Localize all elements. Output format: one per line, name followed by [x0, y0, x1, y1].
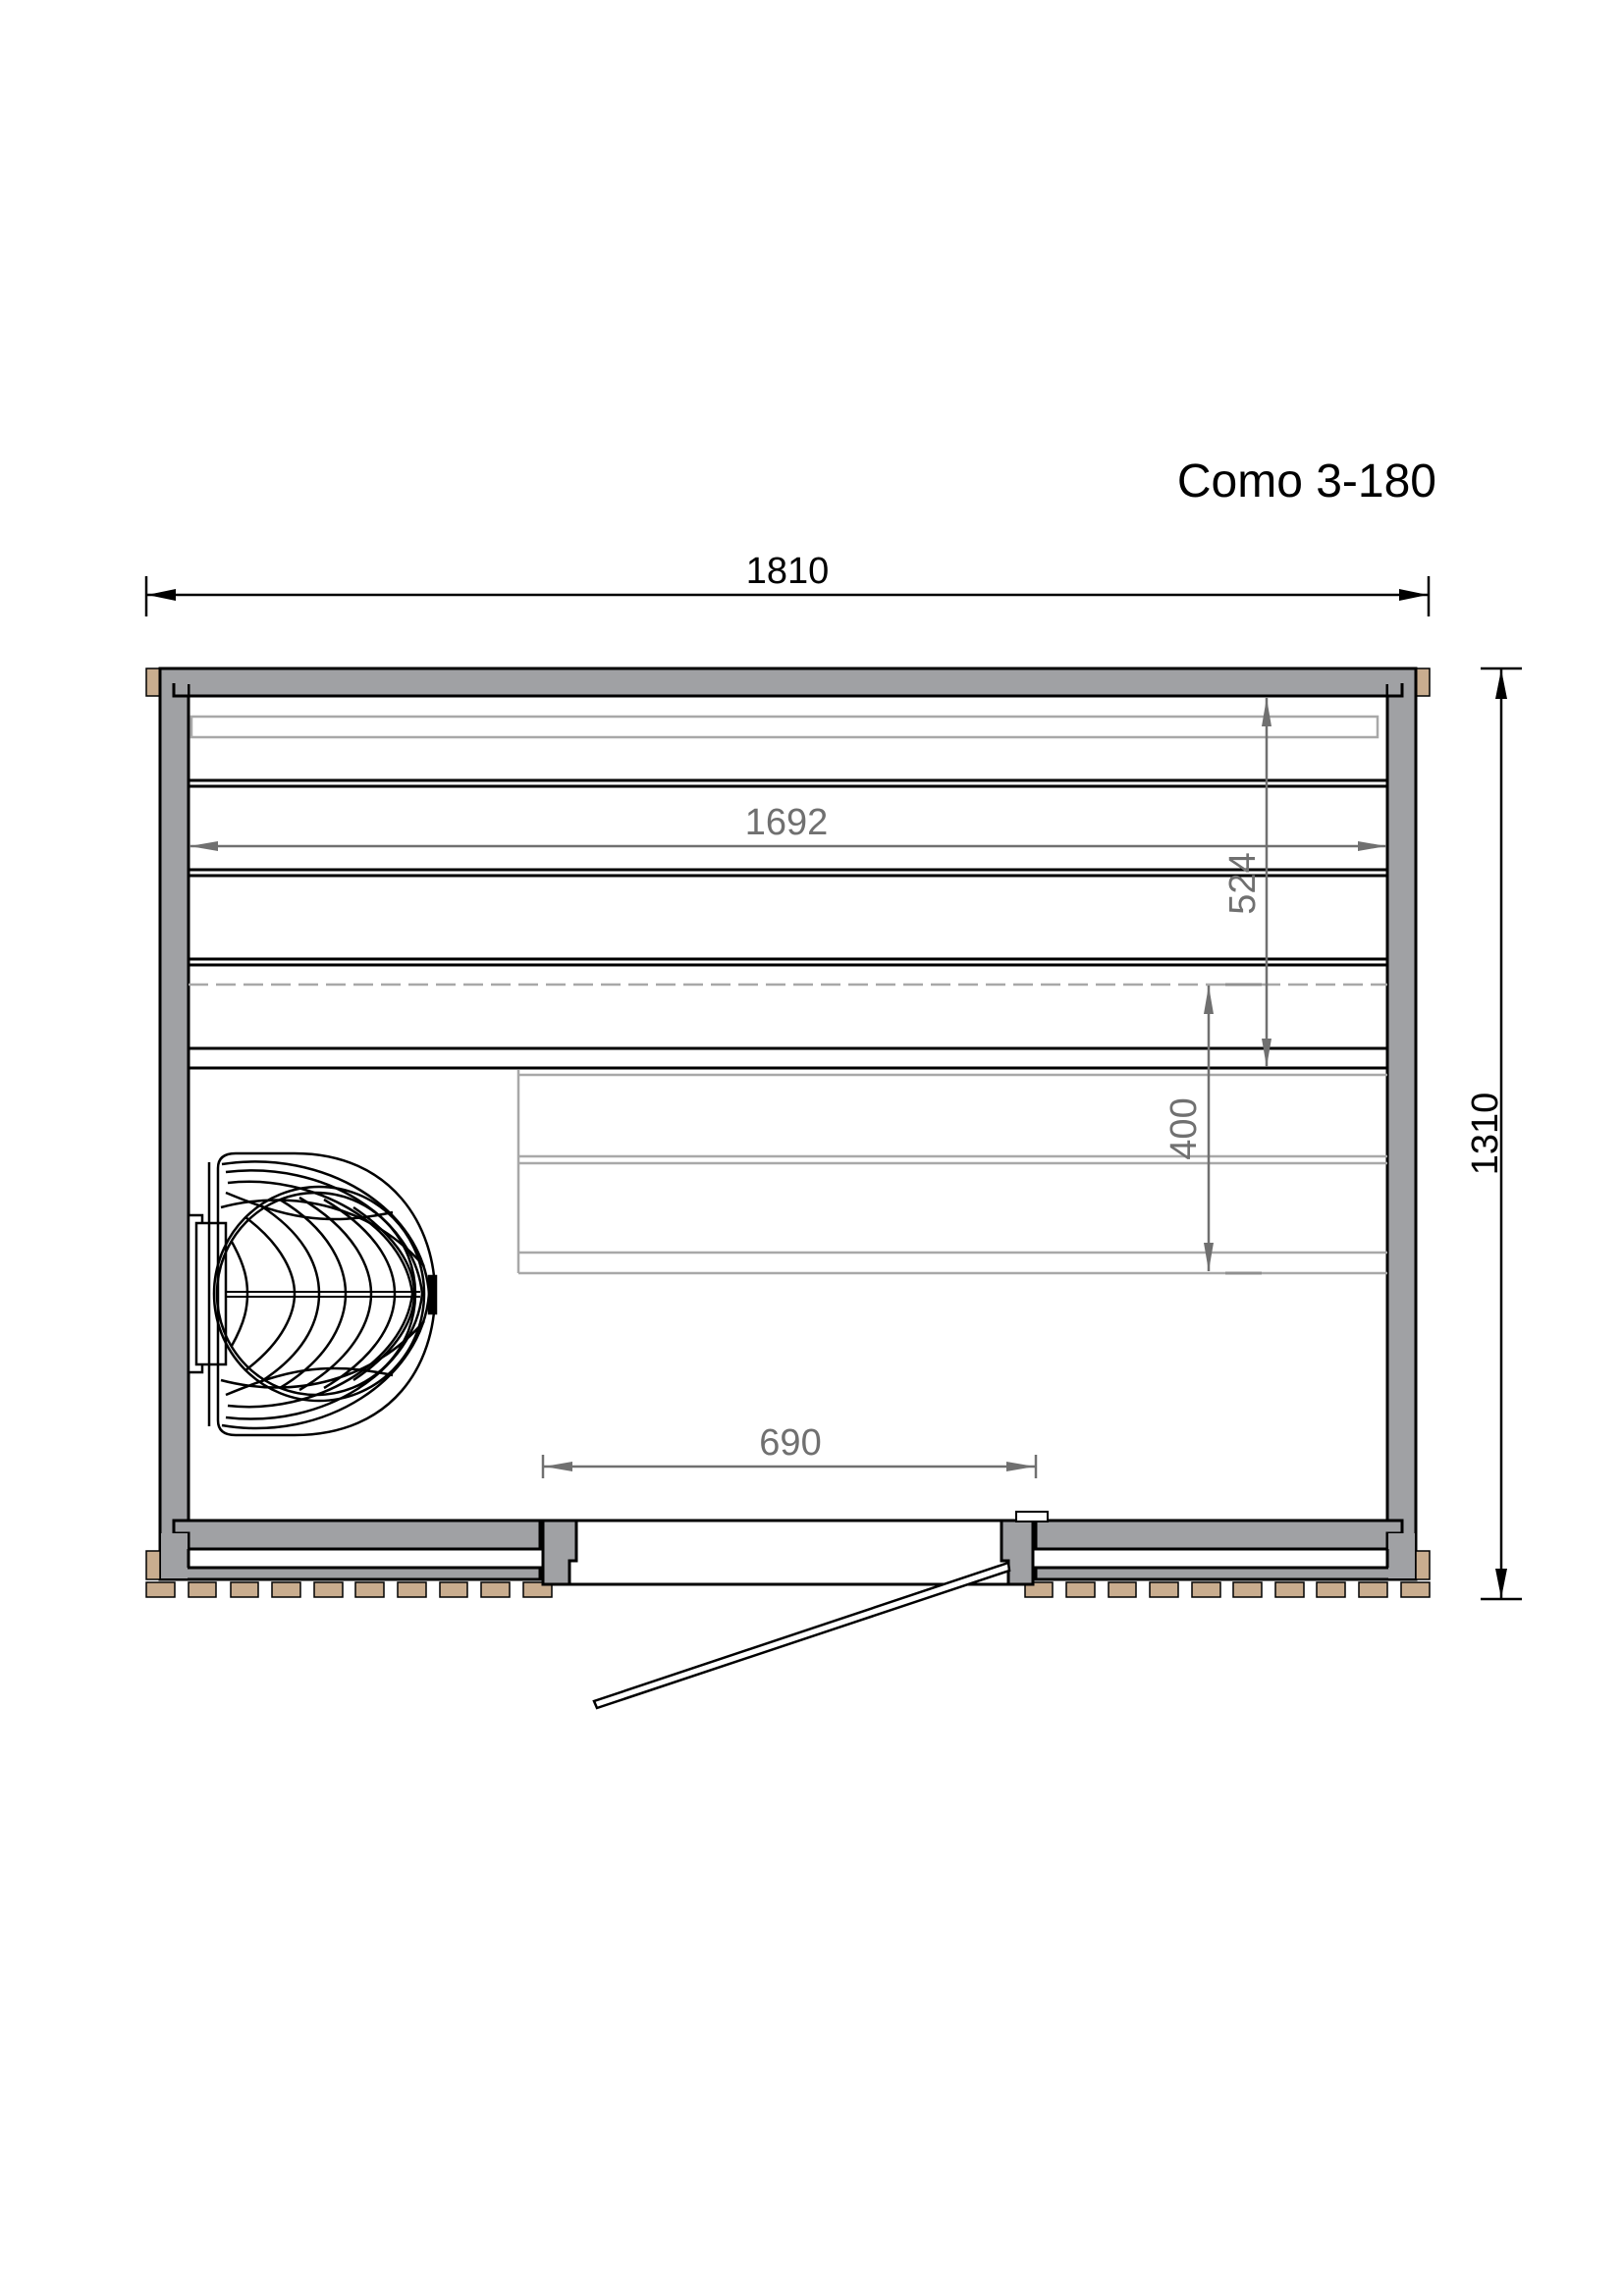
backrest-board — [189, 715, 1380, 739]
exterior-cladding — [145, 1581, 1431, 1598]
corner-post-top-right — [1415, 667, 1431, 697]
corner-post-top-left — [145, 667, 161, 697]
door-handle — [1015, 1511, 1049, 1522]
dimension-lower-bench-400: 400 — [1163, 986, 1214, 1271]
wall-bottom-right-strip — [1034, 1566, 1418, 1581]
dimension-label-lower-bench: 400 — [1163, 1097, 1205, 1159]
dimension-depth-1310: 1310 — [1465, 667, 1522, 1601]
dimension-label-width: 1810 — [746, 551, 830, 592]
door-leaf — [592, 1561, 1011, 1710]
dimension-label-upper-bench: 524 — [1222, 852, 1264, 914]
corner-post-bottom-right — [1415, 1550, 1431, 1580]
dimension-width-1810: 1810 — [144, 551, 1431, 616]
wall-right — [1385, 681, 1418, 1581]
dimension-bench-length-1692: 1692 — [189, 802, 1386, 851]
dimension-label-bench-length: 1692 — [745, 802, 829, 843]
walls — [145, 667, 1431, 1581]
wall-bottom-left-strip — [158, 1566, 542, 1581]
upper-bench — [189, 715, 1387, 1070]
door-jamb-left — [541, 1519, 578, 1586]
dimension-label-depth: 1310 — [1465, 1093, 1506, 1176]
wall-bottom-left-panel — [172, 1519, 542, 1551]
sauna-heater-icon — [187, 1151, 438, 1437]
wall-bottom-right-panel — [1034, 1519, 1404, 1551]
door — [541, 1511, 1049, 1710]
dimension-label-door: 690 — [759, 1422, 821, 1464]
model-title: Como 3-180 — [1177, 455, 1436, 507]
dimension-upper-bench-524: 524 — [1222, 698, 1271, 1067]
wall-left — [158, 681, 190, 1581]
door-jamb-right — [1000, 1519, 1035, 1586]
corner-post-bottom-left — [145, 1550, 161, 1580]
lower-bench — [516, 1070, 1387, 1275]
dimension-door-690: 690 — [541, 1422, 1038, 1478]
